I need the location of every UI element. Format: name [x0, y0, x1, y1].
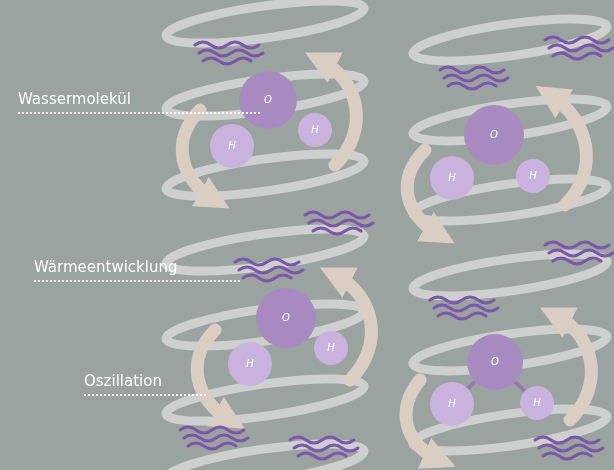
callout-label: Oszillation: [84, 372, 206, 396]
atom-symbol: O: [490, 130, 498, 140]
callout-label: Wassermolekül: [18, 90, 260, 114]
atom-symbol: H: [311, 125, 319, 135]
atom-circle: H: [210, 124, 254, 168]
atom-symbol: H: [533, 398, 541, 408]
atom-circle: H: [228, 342, 272, 386]
atom-symbol: H: [327, 343, 335, 353]
atom-circle: H: [430, 156, 474, 200]
atom-circle: H: [314, 331, 348, 365]
atom-symbol: H: [529, 171, 537, 181]
atom-circle: H: [516, 159, 550, 193]
atom-circle: O: [464, 105, 524, 165]
atom-symbol: H: [448, 173, 456, 183]
atom-circle: H: [520, 386, 554, 420]
atom-symbol: O: [282, 313, 290, 323]
atom-symbol: H: [246, 359, 254, 369]
bond-line: [515, 382, 525, 392]
atom-symbol: O: [491, 357, 499, 367]
atom-symbol: H: [228, 141, 236, 151]
atom-circle: O: [256, 288, 316, 348]
callout-label: Wärmeentwicklung: [34, 258, 240, 282]
atom-circle: H: [430, 382, 474, 426]
atom-circle: H: [298, 113, 332, 147]
atom-symbol: H: [448, 399, 456, 409]
atom-circle: O: [239, 71, 297, 129]
rotation-arrow: [182, 60, 591, 460]
bond-line: [468, 382, 475, 389]
atom-circle: O: [467, 334, 523, 390]
atom-symbol: O: [264, 95, 272, 105]
helix-ribbon: [164, 0, 610, 470]
heat-wave: [180, 37, 613, 459]
